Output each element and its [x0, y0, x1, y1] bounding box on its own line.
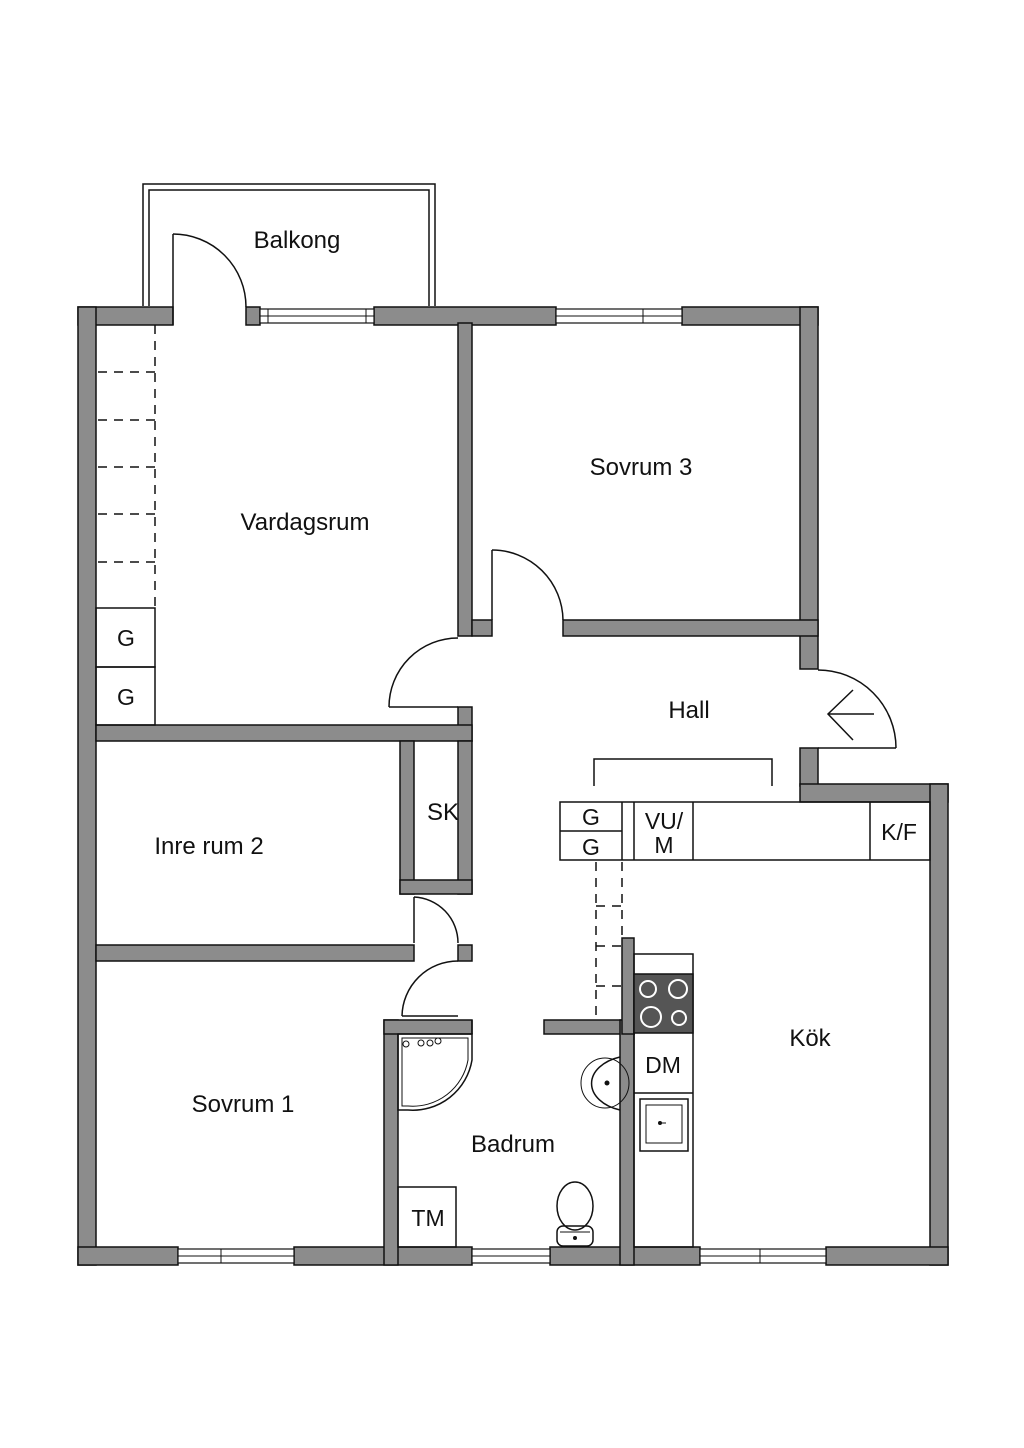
- outer-walls: [77, 306, 949, 1266]
- fixture-label-vu: VU/: [645, 808, 684, 834]
- room-label-inre-rum-2: Inre rum 2: [154, 833, 263, 860]
- room-label-kok: Kök: [789, 1025, 831, 1052]
- room-label-hall: Hall: [668, 697, 709, 724]
- room-label-sk: SK: [427, 799, 459, 826]
- fixture-label-m: M: [654, 832, 673, 858]
- fixture-label-tm: TM: [411, 1205, 444, 1231]
- interior-walls: [95, 322, 819, 1266]
- entrance-arrow-icon: [826, 689, 874, 741]
- wardrobe-label-g: G: [582, 804, 600, 830]
- room-label-sovrum3: Sovrum 3: [590, 454, 693, 481]
- windows: [177, 308, 827, 1264]
- washbasin-icon: [590, 1056, 621, 1111]
- room-label-vardagsrum: Vardagsrum: [241, 509, 370, 536]
- fixture-label-dm: DM: [645, 1052, 681, 1078]
- room-labels: Balkong Vardagsrum Sovrum 3 Hall Inre ru…: [154, 227, 831, 1158]
- wardrobe-label-g: G: [117, 625, 135, 651]
- kitchen-fixtures: [559, 801, 931, 1248]
- doors: [172, 233, 897, 1034]
- hall-shelf: [593, 758, 773, 786]
- bathroom-fixtures: [397, 1033, 630, 1248]
- wardrobe-label-g: G: [582, 834, 600, 860]
- room-label-sovrum1: Sovrum 1: [192, 1091, 295, 1118]
- room-label-badrum: Badrum: [471, 1131, 555, 1158]
- kitchen-sink-icon: [639, 1098, 689, 1152]
- shower-icon: [397, 1033, 473, 1111]
- room-label-balkong: Balkong: [254, 227, 341, 254]
- fixture-label-kf: K/F: [881, 819, 917, 845]
- toilet-icon: [556, 1181, 594, 1247]
- balcony: [142, 183, 436, 306]
- wardrobe-label-g: G: [117, 684, 135, 710]
- wardrobes-vardagsrum: [95, 325, 156, 726]
- fixture-labels: G G G G VU/ M K/F DM TM: [117, 625, 917, 1231]
